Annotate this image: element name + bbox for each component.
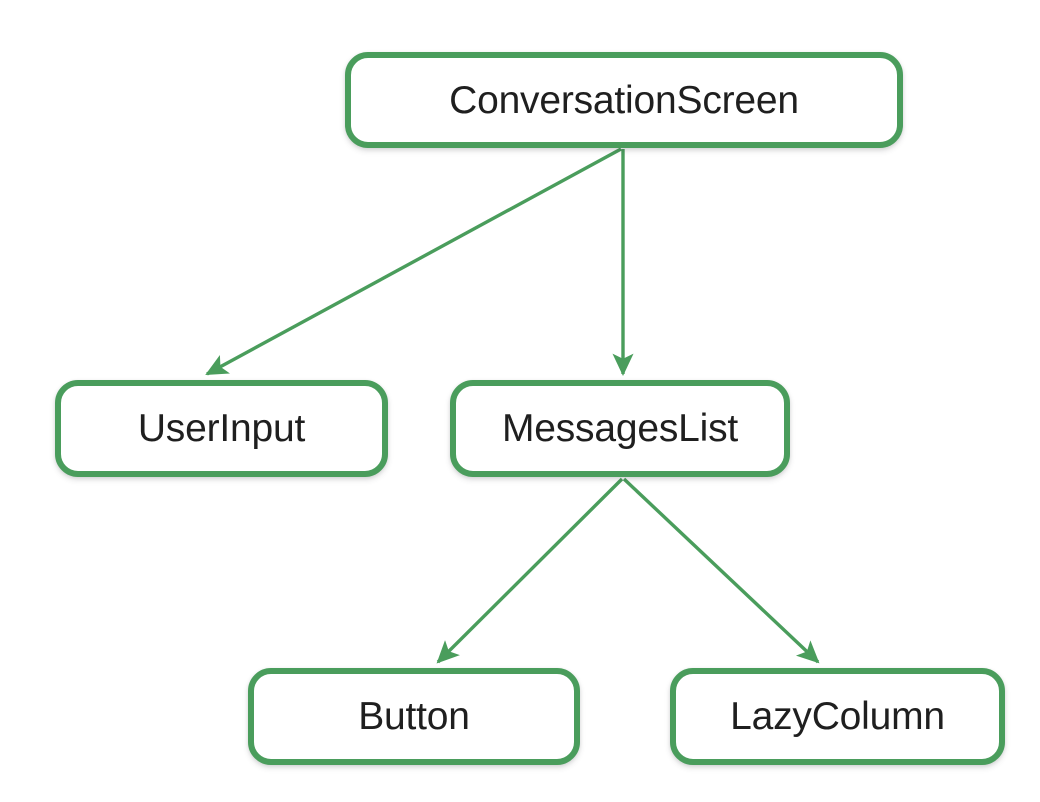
node-messageslist[interactable]: MessagesList <box>450 380 790 477</box>
node-button[interactable]: Button <box>248 668 580 765</box>
node-userinput[interactable]: UserInput <box>55 380 388 477</box>
node-label: MessagesList <box>501 407 739 450</box>
node-label: ConversationScreen <box>449 78 799 122</box>
node-label: Button <box>358 695 470 738</box>
edge-messageslist-to-button <box>436 477 624 664</box>
node-conversationscreen[interactable]: ConversationScreen <box>345 52 903 148</box>
node-lazycolumn[interactable]: LazyColumn <box>670 668 1005 765</box>
edge-messageslist-to-lazycolumn <box>622 477 820 664</box>
node-label: LazyColumn <box>730 695 945 738</box>
node-label: UserInput <box>137 407 306 450</box>
edge-conversationscreen-to-userinput <box>205 147 622 376</box>
